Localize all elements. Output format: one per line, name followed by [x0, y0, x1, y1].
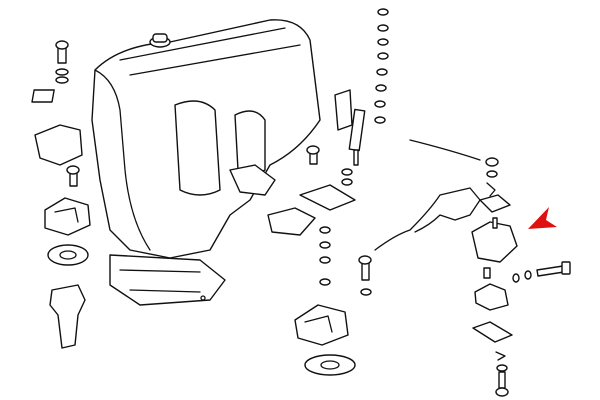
right-mount-stack	[471, 157, 571, 397]
engine-block	[91, 19, 481, 306]
highlight-arrow-icon	[528, 207, 557, 229]
left-mount-stack	[31, 40, 91, 349]
center-hardware-stack	[229, 8, 389, 376]
